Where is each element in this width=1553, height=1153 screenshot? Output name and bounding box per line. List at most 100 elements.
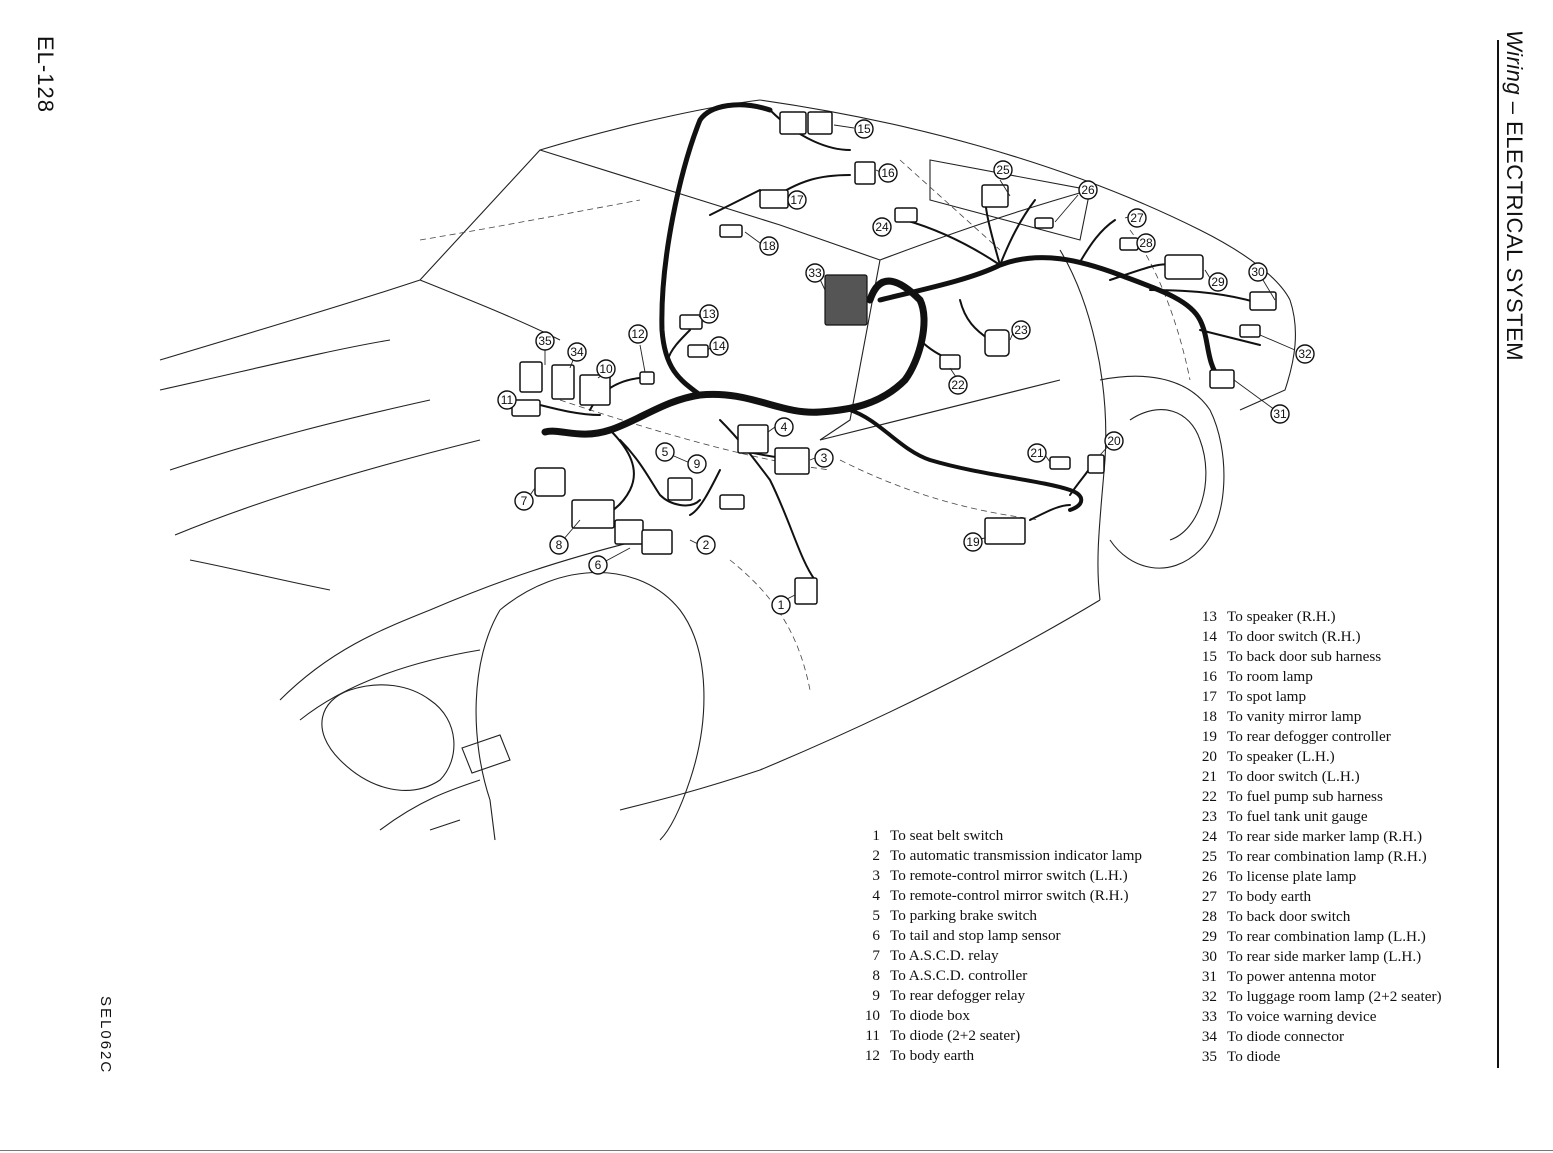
legend-number: 2 (872, 847, 880, 864)
legend-number: 4 (872, 887, 880, 904)
legend-text: To parking brake switch (890, 907, 1037, 924)
svg-text:12: 12 (631, 327, 645, 341)
callout-6: 6 (588, 555, 608, 575)
legend-number: 35 (1201, 1048, 1217, 1065)
legend-text: To speaker (L.H.) (1227, 748, 1335, 765)
svg-text:25: 25 (996, 163, 1010, 177)
legend-number: 24 (1201, 828, 1217, 845)
callout-11: 11 (497, 390, 517, 410)
connectors (511, 111, 1277, 605)
legend-item: 24 To rear side marker lamp (R.H.) (1187, 827, 1442, 847)
legend-number: 5 (872, 907, 880, 924)
callout-21: 21 (1027, 443, 1047, 463)
svg-text:10: 10 (599, 362, 613, 376)
legend-number: 15 (1201, 648, 1217, 665)
legend-text: To rear side marker lamp (R.H.) (1227, 828, 1423, 845)
svg-text:23: 23 (1014, 323, 1028, 337)
legend-number: 16 (1201, 668, 1217, 685)
legend-number: 7 (872, 947, 880, 964)
svg-text:8: 8 (556, 538, 563, 552)
callout-27: 27 (1127, 208, 1147, 228)
callout-35: 35 (535, 331, 555, 351)
svg-text:26: 26 (1081, 183, 1095, 197)
legend-item: 27 To body earth (1187, 887, 1442, 907)
legend-number: 12 (864, 1047, 880, 1064)
svg-text:7: 7 (521, 494, 528, 508)
legend-item: 32 To luggage room lamp (2+2 seater) (1187, 987, 1442, 1007)
svg-text:18: 18 (762, 239, 776, 253)
callout-16: 16 (878, 163, 898, 183)
svg-text:4: 4 (781, 420, 788, 434)
legend-number: 30 (1201, 948, 1217, 965)
legend-text: To rear defogger relay (890, 987, 1026, 1004)
legend-text: To power antenna motor (1227, 968, 1376, 985)
legend-text: To door switch (L.H.) (1227, 768, 1360, 785)
svg-text:30: 30 (1251, 265, 1265, 279)
callout-23: 23 (1011, 320, 1031, 340)
legend-number: 31 (1201, 968, 1217, 985)
legend-number: 18 (1201, 708, 1217, 725)
svg-text:21: 21 (1030, 446, 1044, 460)
callout-7: 7 (514, 491, 534, 511)
legend-number: 23 (1201, 808, 1217, 825)
svg-text:15: 15 (857, 122, 871, 136)
svg-text:28: 28 (1139, 236, 1153, 250)
callout-1: 1 (771, 595, 791, 615)
callout-15: 15 (854, 119, 874, 139)
svg-text:22: 22 (951, 378, 965, 392)
svg-text:19: 19 (966, 535, 980, 549)
legend-text: To vanity mirror lamp (1227, 708, 1362, 725)
svg-text:27: 27 (1130, 211, 1144, 225)
callout-3: 3 (814, 448, 834, 468)
legend-text: To rear combination lamp (R.H.) (1227, 848, 1427, 865)
legend-number: 29 (1201, 928, 1217, 945)
legend-text: To luggage room lamp (2+2 seater) (1227, 988, 1442, 1005)
svg-text:29: 29 (1211, 275, 1225, 289)
legend-number: 11 (865, 1027, 880, 1044)
svg-text:5: 5 (662, 445, 669, 459)
legend-text: To body earth (1227, 888, 1312, 905)
svg-text:9: 9 (694, 457, 701, 471)
legend-number: 21 (1201, 768, 1217, 785)
right-margin-rule (1497, 40, 1499, 1068)
svg-text:20: 20 (1107, 434, 1121, 448)
callout-19: 19 (963, 532, 983, 552)
legend-item: 5 To parking brake switch (850, 906, 1142, 926)
legend-text: To A.S.C.D. relay (890, 947, 999, 964)
svg-text:32: 32 (1298, 347, 1312, 361)
legend-number: 33 (1201, 1008, 1217, 1025)
svg-text:33: 33 (808, 266, 822, 280)
legend-text: To diode (1227, 1048, 1281, 1065)
svg-text:24: 24 (875, 220, 889, 234)
callout-10: 10 (596, 359, 616, 379)
legend-number: 27 (1201, 888, 1217, 905)
legend-number: 13 (1201, 608, 1217, 625)
callout-28: 28 (1136, 233, 1156, 253)
svg-text:31: 31 (1273, 407, 1287, 421)
legend-text: To license plate lamp (1227, 868, 1357, 885)
legend-text: To fuel pump sub harness (1227, 788, 1383, 805)
legend-item: 18 To vanity mirror lamp (1187, 707, 1442, 727)
legend-number: 3 (872, 867, 880, 884)
legend-text: To remote-control mirror switch (L.H.) (890, 867, 1128, 884)
legend-number: 6 (872, 927, 880, 944)
callout-31: 31 (1270, 404, 1290, 424)
svg-text:13: 13 (702, 307, 716, 321)
legend-text: To A.S.C.D. controller (890, 967, 1028, 984)
svg-text:14: 14 (712, 339, 726, 353)
legend-number: 32 (1201, 988, 1217, 1005)
